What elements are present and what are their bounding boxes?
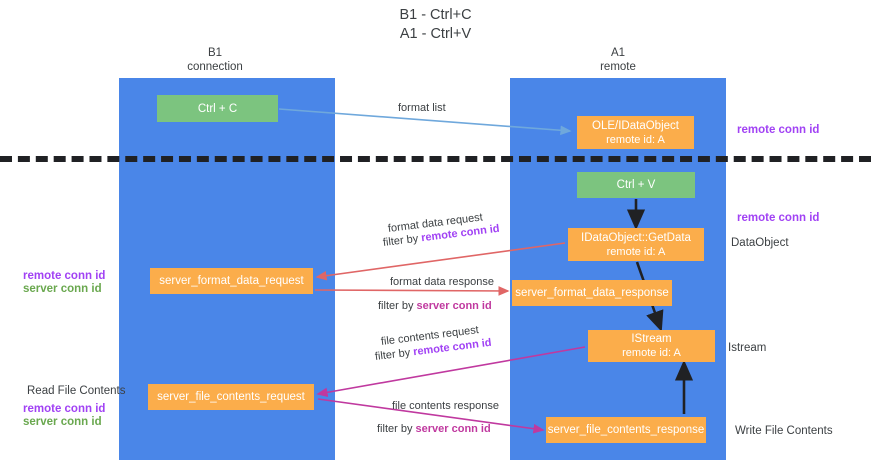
node-ctrl-v[interactable]: Ctrl + V xyxy=(577,172,695,198)
edge-label-file-contents-response-filter-prefix: filter by xyxy=(377,423,416,435)
edge-label-format-data-response-filter: filter by server conn id xyxy=(378,299,492,313)
title-line-2: A1 - Ctrl+V xyxy=(399,26,472,42)
node-istream-remote-id: remote id: A xyxy=(622,347,681,359)
node-dataobject-remote-id: remote id: A xyxy=(606,133,665,146)
edge-label-file-contents-response-filter: filter by server conn id xyxy=(377,422,491,436)
edge-label-file-contents-request-filter-prefix: filter by xyxy=(374,346,414,363)
column-header-a1-name: A1 xyxy=(610,47,626,59)
node-server-format-data-response[interactable]: server_format_data_response xyxy=(512,280,672,306)
column-header-b1-name: B1 xyxy=(207,47,223,59)
right-note-remote-conn-id-mid: remote conn id xyxy=(737,212,820,224)
node-ctrl-v-label: Ctrl + V xyxy=(616,179,656,191)
node-dataobject-label: OLE/IDataObject xyxy=(592,119,679,132)
left-note-remote-conn-id-bottom: remote conn id xyxy=(23,403,106,415)
node-server-file-contents-response[interactable]: server_file_contents_response xyxy=(546,417,706,443)
edge-label-format-data-response: format data response xyxy=(390,276,494,288)
node-istream-label: IStream xyxy=(631,333,672,345)
phase-separator xyxy=(0,156,871,162)
node-istream[interactable]: IStream remote id: A xyxy=(588,330,715,362)
node-ctrl-c[interactable]: Ctrl + C xyxy=(157,95,278,122)
node-server-format-data-request[interactable]: server_format_data_request xyxy=(150,268,313,294)
left-note-server-conn-id-mid: server conn id xyxy=(23,283,102,295)
node-server-file-contents-request[interactable]: server_file_contents_request xyxy=(148,384,314,410)
right-note-istream: Istream xyxy=(728,342,767,354)
edge-label-file-contents-response: file contents response xyxy=(392,400,500,412)
column-header-b1-subtitle: connection xyxy=(187,61,243,73)
edge-label-format-list: format list xyxy=(398,102,446,114)
right-note-remote-conn-id-top: remote conn id xyxy=(737,124,820,136)
node-getdata[interactable]: IDataObject::GetData remote id: A xyxy=(568,228,704,261)
node-server-format-data-request-label: server_format_data_request xyxy=(159,275,304,287)
node-ctrl-c-label: Ctrl + C xyxy=(197,102,238,115)
edge-label-file-contents-response-filter-value: server conn id xyxy=(415,423,491,435)
node-dataobject[interactable]: OLE/IDataObject remote id: A xyxy=(577,116,694,149)
node-server-file-contents-request-label: server_file_contents_request xyxy=(157,391,305,403)
node-getdata-remote-id: remote id: A xyxy=(606,245,666,258)
diagram-title: B1 - Ctrl+C A1 - Ctrl+V xyxy=(0,6,871,44)
node-server-format-data-response-label: server_format_data_response xyxy=(515,287,669,299)
left-note-read-file-contents: Read File Contents xyxy=(27,385,126,397)
column-header-a1-subtitle: remote xyxy=(600,61,636,73)
right-note-write-file-contents: Write File Contents xyxy=(735,425,833,437)
title-line-1: B1 - Ctrl+C xyxy=(399,7,472,23)
left-note-server-conn-id-bottom: server conn id xyxy=(23,416,102,428)
edge-format-data-response xyxy=(314,286,510,296)
left-note-remote-conn-id-mid: remote conn id xyxy=(23,270,106,282)
right-note-dataobject: DataObject xyxy=(731,237,789,249)
edge-label-format-data-response-filter-value: server conn id xyxy=(416,300,492,312)
node-server-file-contents-response-label: server_file_contents_response xyxy=(547,424,705,436)
column-header-b1: B1 connection xyxy=(155,46,275,74)
column-header-a1: A1 remote xyxy=(558,46,678,74)
edge-label-format-data-request-filter-prefix: filter by xyxy=(382,232,422,249)
node-getdata-label: IDataObject::GetData xyxy=(581,231,691,244)
edge-label-format-data-response-filter-prefix: filter by xyxy=(378,300,417,312)
